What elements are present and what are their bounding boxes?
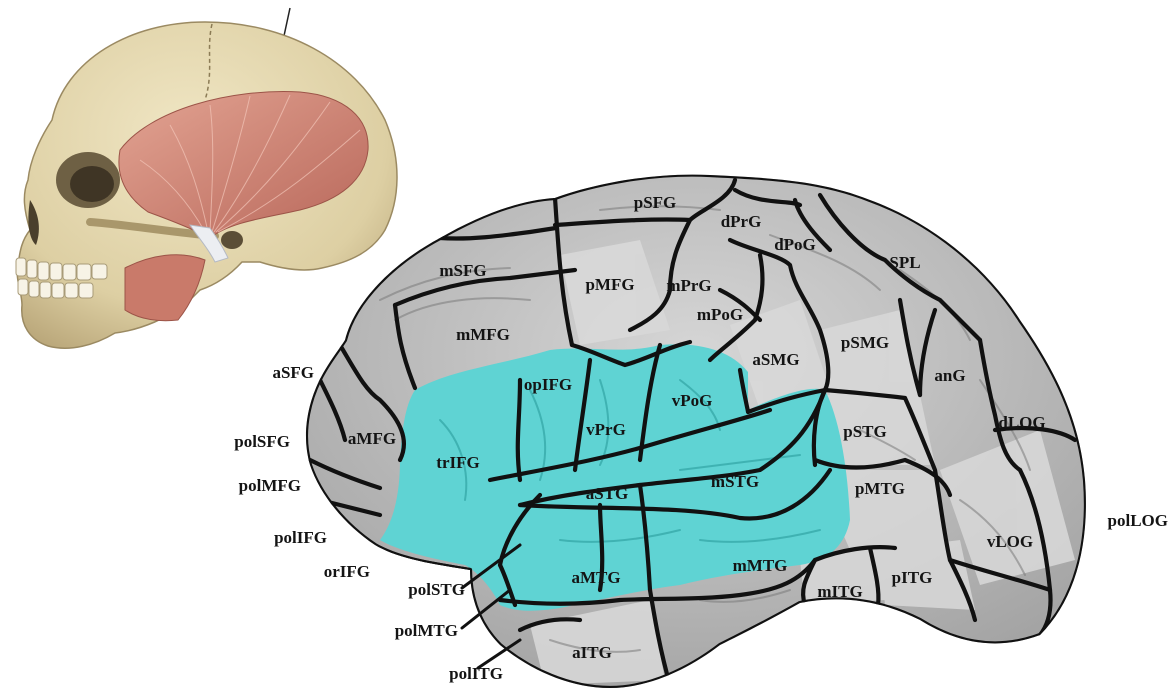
label-orIFG: orIFG	[324, 562, 370, 581]
label-polIFG: polIFG	[274, 528, 327, 547]
label-pSMG: pSMG	[841, 333, 889, 352]
label-mMTG: mMTG	[733, 556, 788, 575]
label-aMTG: aMTG	[571, 568, 620, 587]
label-pSTG: pSTG	[843, 422, 886, 441]
label-trIFG: trIFG	[436, 453, 479, 472]
label-pMFG: pMFG	[585, 275, 634, 294]
label-mSFG: mSFG	[439, 261, 486, 280]
brain-illustration	[306, 175, 1086, 688]
label-polITG: polITG	[449, 664, 503, 683]
label-anG: anG	[934, 366, 965, 385]
label-vPrG: vPrG	[586, 420, 626, 439]
label-vPoG: vPoG	[672, 391, 713, 410]
label-mPrG: mPrG	[666, 276, 711, 295]
label-polSTG: polSTG	[408, 580, 465, 599]
skull-illustration	[16, 8, 397, 348]
label-mPoG: mPoG	[697, 305, 743, 324]
label-mITG: mITG	[817, 582, 862, 601]
label-pMTG: pMTG	[855, 479, 905, 498]
label-mSTG: mSTG	[711, 472, 759, 491]
label-aITG: aITG	[572, 643, 612, 662]
label-SPL: SPL	[889, 253, 920, 272]
masseter-muscle	[125, 255, 205, 321]
teeth	[16, 258, 107, 298]
label-polLOG: polLOG	[1108, 511, 1168, 530]
label-aSFG: aSFG	[272, 363, 314, 382]
label-pSFG: pSFG	[634, 193, 677, 212]
label-vLOG: vLOG	[987, 532, 1033, 551]
label-mMFG: mMFG	[456, 325, 510, 344]
label-dLOG: dLOG	[998, 413, 1045, 432]
label-polSFG: polSFG	[234, 432, 290, 451]
label-aMFG: aMFG	[348, 429, 396, 448]
label-dPrG: dPrG	[721, 212, 762, 231]
label-pITG: pITG	[892, 568, 933, 587]
eye-orbit-shadow	[70, 166, 114, 202]
label-polMTG: polMTG	[395, 621, 458, 640]
label-dPoG: dPoG	[774, 235, 816, 254]
label-aSMG: aSMG	[752, 350, 799, 369]
label-polMFG: polMFG	[239, 476, 301, 495]
label-opIFG: opIFG	[524, 375, 572, 394]
label-aSTG: aSTG	[586, 484, 629, 503]
ear-canal	[221, 231, 243, 249]
